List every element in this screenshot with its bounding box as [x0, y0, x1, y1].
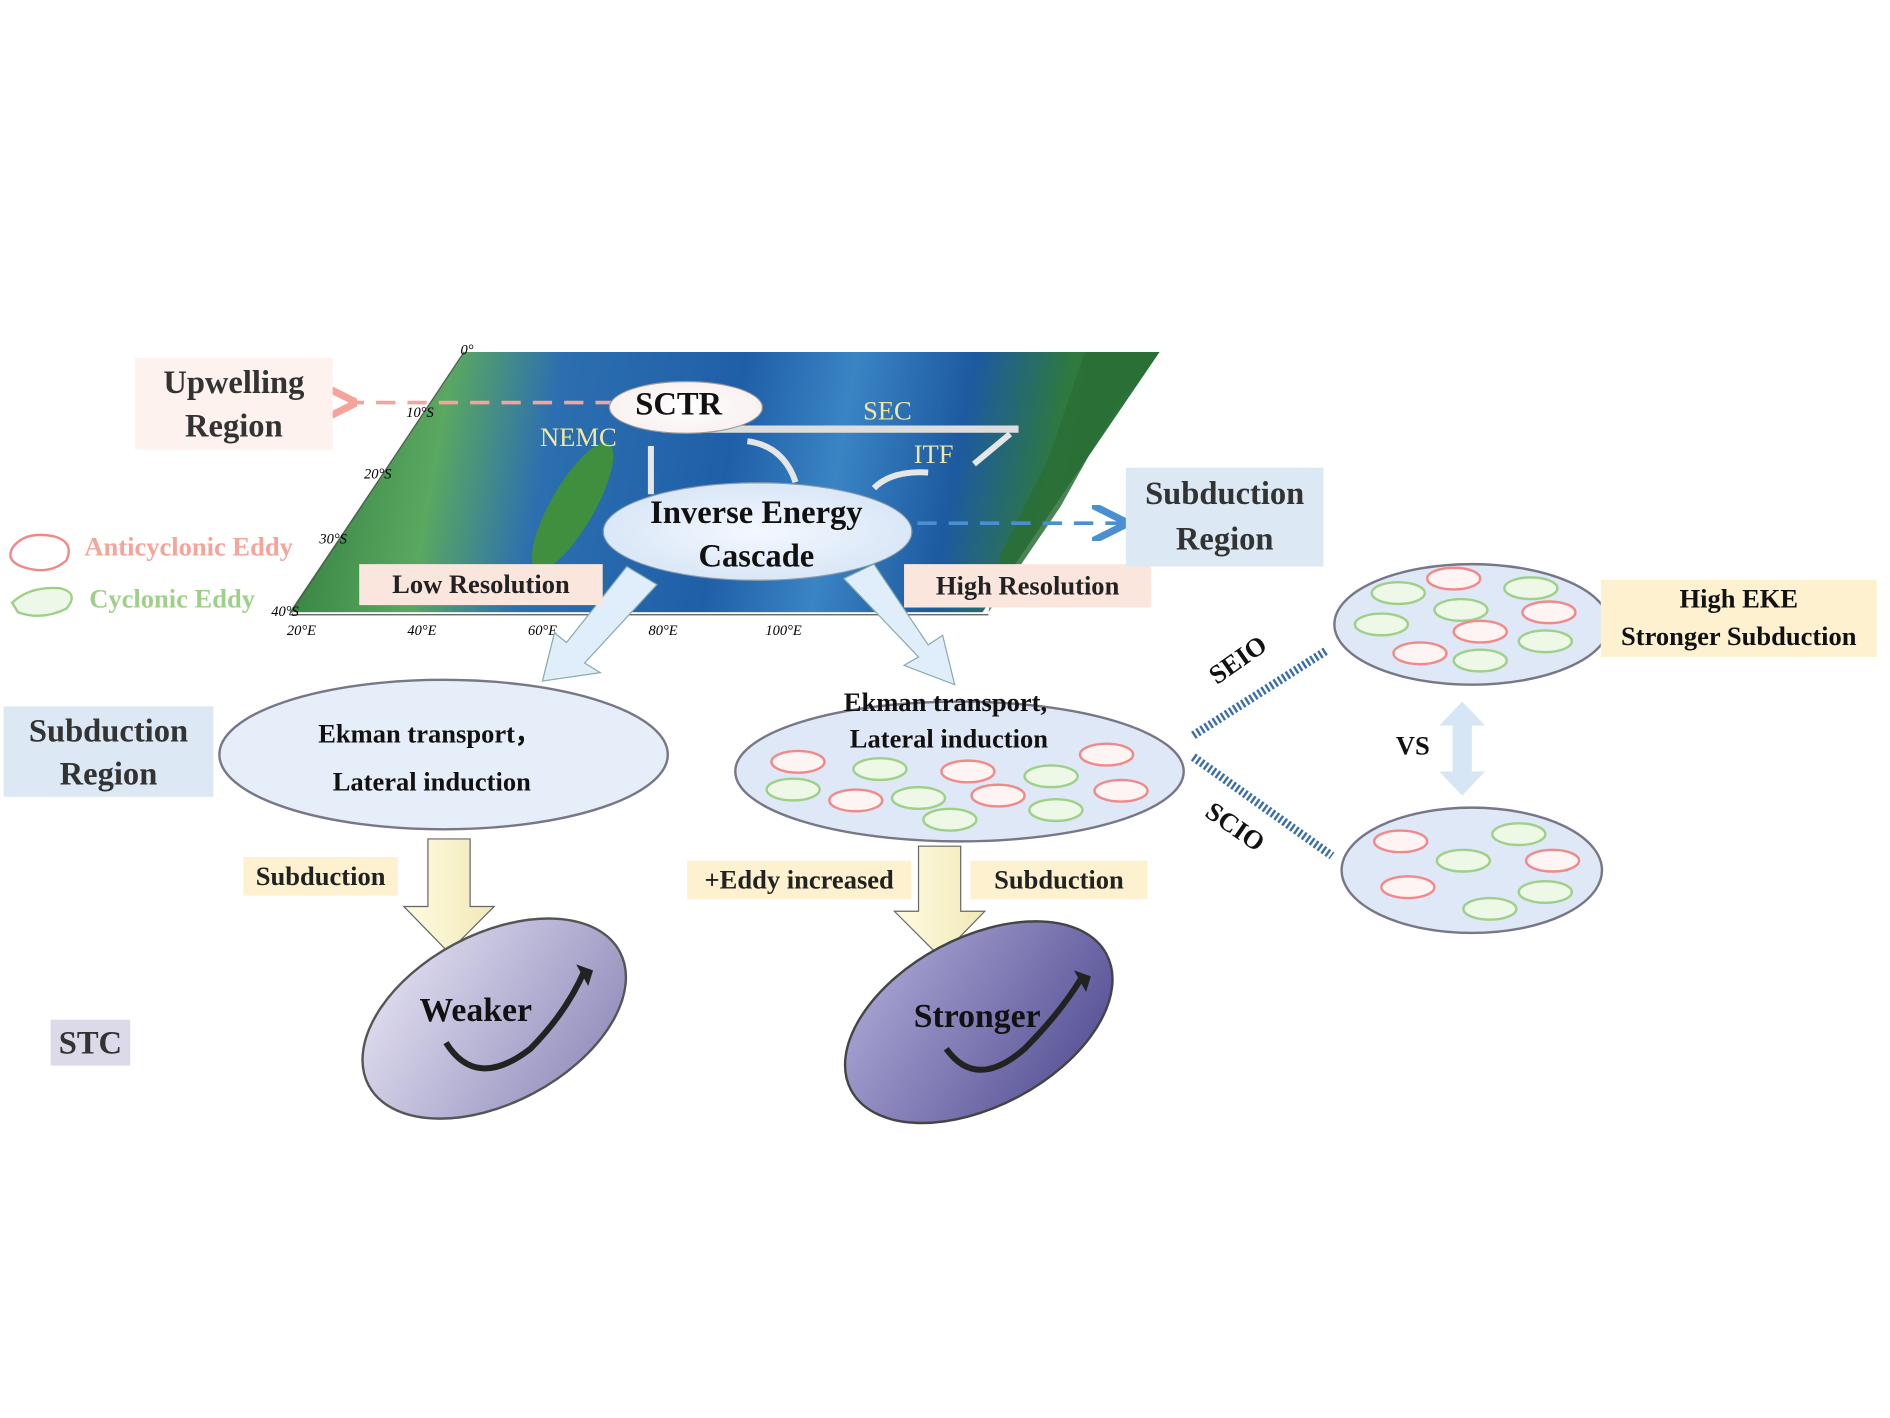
weaker-label: Weaker [419, 992, 532, 1030]
subduction-region-box-right: Subduction Region [1125, 467, 1324, 567]
australia-land [988, 351, 1160, 613]
madagascar [531, 442, 614, 570]
cyclonic-eddy-icon [1517, 629, 1574, 654]
cyclonic-eddy-icon [1462, 896, 1518, 921]
sctr-ellipse [608, 380, 764, 434]
lon-tick: 20°E [286, 621, 316, 639]
anticyclonic-eddy-icon [1093, 778, 1149, 803]
big-arrow-right [842, 563, 956, 686]
seio-arrow [1191, 647, 1329, 739]
upwelling-line1: Upwelling [163, 364, 305, 401]
mid-disc-line1: Ekman transport, [843, 687, 1048, 718]
inverse-energy-cascade-ellipse [602, 482, 913, 582]
anticyclonic-legend-icon [9, 533, 70, 572]
lon-tick: 100°E [765, 621, 802, 639]
cyclonic-eddy-icon [1433, 597, 1489, 622]
down-arrow-left [402, 838, 496, 954]
left-disc-line2: Lateral induction [332, 766, 531, 797]
cyclonic-eddy-icon [922, 807, 978, 832]
anticyclonic-eddy-icon [940, 759, 996, 784]
cyclonic-eddy-icon [765, 777, 821, 802]
anticyclonic-eddy-icon [828, 788, 884, 813]
stronger-stc-disc [843, 920, 1114, 1125]
cyclonic-eddy-icon [1023, 764, 1079, 789]
lat-tick: 20°S [364, 465, 392, 483]
high-resolution-label: High Resolution [904, 564, 1152, 608]
eddy-increased-label: +Eddy increased [687, 860, 912, 900]
lat-tick: 30°S [319, 530, 347, 548]
high-eke-line2: Stronger Subduction [1620, 620, 1857, 651]
lat-tick: 0° [460, 341, 474, 359]
cyclonic-eddy-icon [1435, 848, 1492, 873]
current-arrows [647, 431, 1013, 495]
left-disc [218, 678, 669, 831]
upwelling-line2: Region [185, 407, 283, 444]
cyclonic-legend-icon [10, 586, 73, 617]
anticyclonic-eddy-icon [1521, 600, 1577, 625]
cyclonic-eddy-icon [1503, 576, 1559, 601]
low-resolution-label: Low Resolution [359, 564, 603, 606]
lat-tick: 40°S [271, 602, 299, 620]
anticyclonic-eddy-icon [1380, 875, 1436, 900]
cyclonic-eddy-icon [1028, 797, 1084, 823]
anticyclonic-eddy-icon [1372, 829, 1429, 854]
anticyclonic-eddy-icon [1452, 619, 1508, 644]
subduction-right-line2: Region [1175, 520, 1274, 557]
itf-label: ITF [913, 438, 954, 469]
stronger-label: Stronger [913, 998, 1041, 1036]
cyclonic-eddy-icon [1517, 879, 1574, 905]
subduction-region-box-left: Subduction Region [3, 706, 214, 797]
high-eke-box: High EKE Stronger Subduction [1600, 579, 1877, 657]
eddies [765, 566, 1581, 921]
circulation-arrow-icon [443, 969, 588, 1072]
cyclonic-eddy-legend: Cyclonic Eddy [89, 583, 255, 614]
nemc-label: NEMC [540, 421, 617, 453]
lon-tick: 40°E [407, 621, 437, 639]
cyclonic-eddy-icon [890, 785, 947, 811]
anticyclonic-eddy-icon [1392, 641, 1448, 666]
cyclonic-eddy-icon [1452, 648, 1508, 673]
anticyclonic-eddy-icon [1425, 566, 1482, 591]
inverse-energy-cascade-label: Inverse Energy Cascade [603, 491, 910, 578]
subduction-left-line2: Region [59, 755, 158, 792]
lat-tick: 10°S [406, 403, 434, 421]
cyclonic-eddy-icon [1353, 612, 1410, 637]
subduction-left-line1: Subduction [28, 712, 189, 749]
vs-double-arrow [1439, 701, 1486, 796]
center-line2: Cascade [698, 537, 815, 574]
anticyclonic-eddy-icon [1524, 848, 1581, 873]
subduction-right-line1: Subduction [1145, 474, 1305, 512]
lon-tick: 60°E [527, 621, 558, 639]
sctr-label: SCTR [635, 385, 723, 422]
subduction-label-mid: Subduction [970, 860, 1148, 900]
anticyclonic-eddy-icon [770, 749, 826, 774]
sec-label: SEC [863, 395, 912, 426]
big-arrow-left [541, 565, 658, 682]
down-arrow-mid [892, 845, 987, 958]
cyclonic-eddy-icon [852, 756, 908, 782]
scio-arrow [1190, 753, 1335, 860]
upwelling-region-box: Upwelling Region [135, 358, 333, 450]
lon-tick: 80°E [648, 621, 678, 639]
anticyclonic-eddy-icon [1078, 742, 1135, 767]
anticyclonic-eddy-icon [970, 783, 1026, 808]
circulation-arrow-icon [943, 974, 1086, 1073]
stc-label: STC [50, 1019, 131, 1066]
cyclonic-eddy-icon [1370, 581, 1426, 606]
weaker-stc-disc [361, 917, 628, 1120]
subduction-label-left: Subduction [243, 857, 398, 896]
left-disc-line1: Ekman transport， [318, 718, 542, 749]
anticyclonic-eddy-legend: Anticyclonic Eddy [84, 531, 293, 562]
cyclonic-eddy-icon [1491, 822, 1547, 847]
center-line1: Inverse Energy [650, 494, 863, 531]
vs-label: VS [1395, 730, 1430, 761]
mid-disc-line2: Lateral induction [849, 723, 1048, 754]
high-eke-line1: High EKE [1679, 583, 1799, 614]
